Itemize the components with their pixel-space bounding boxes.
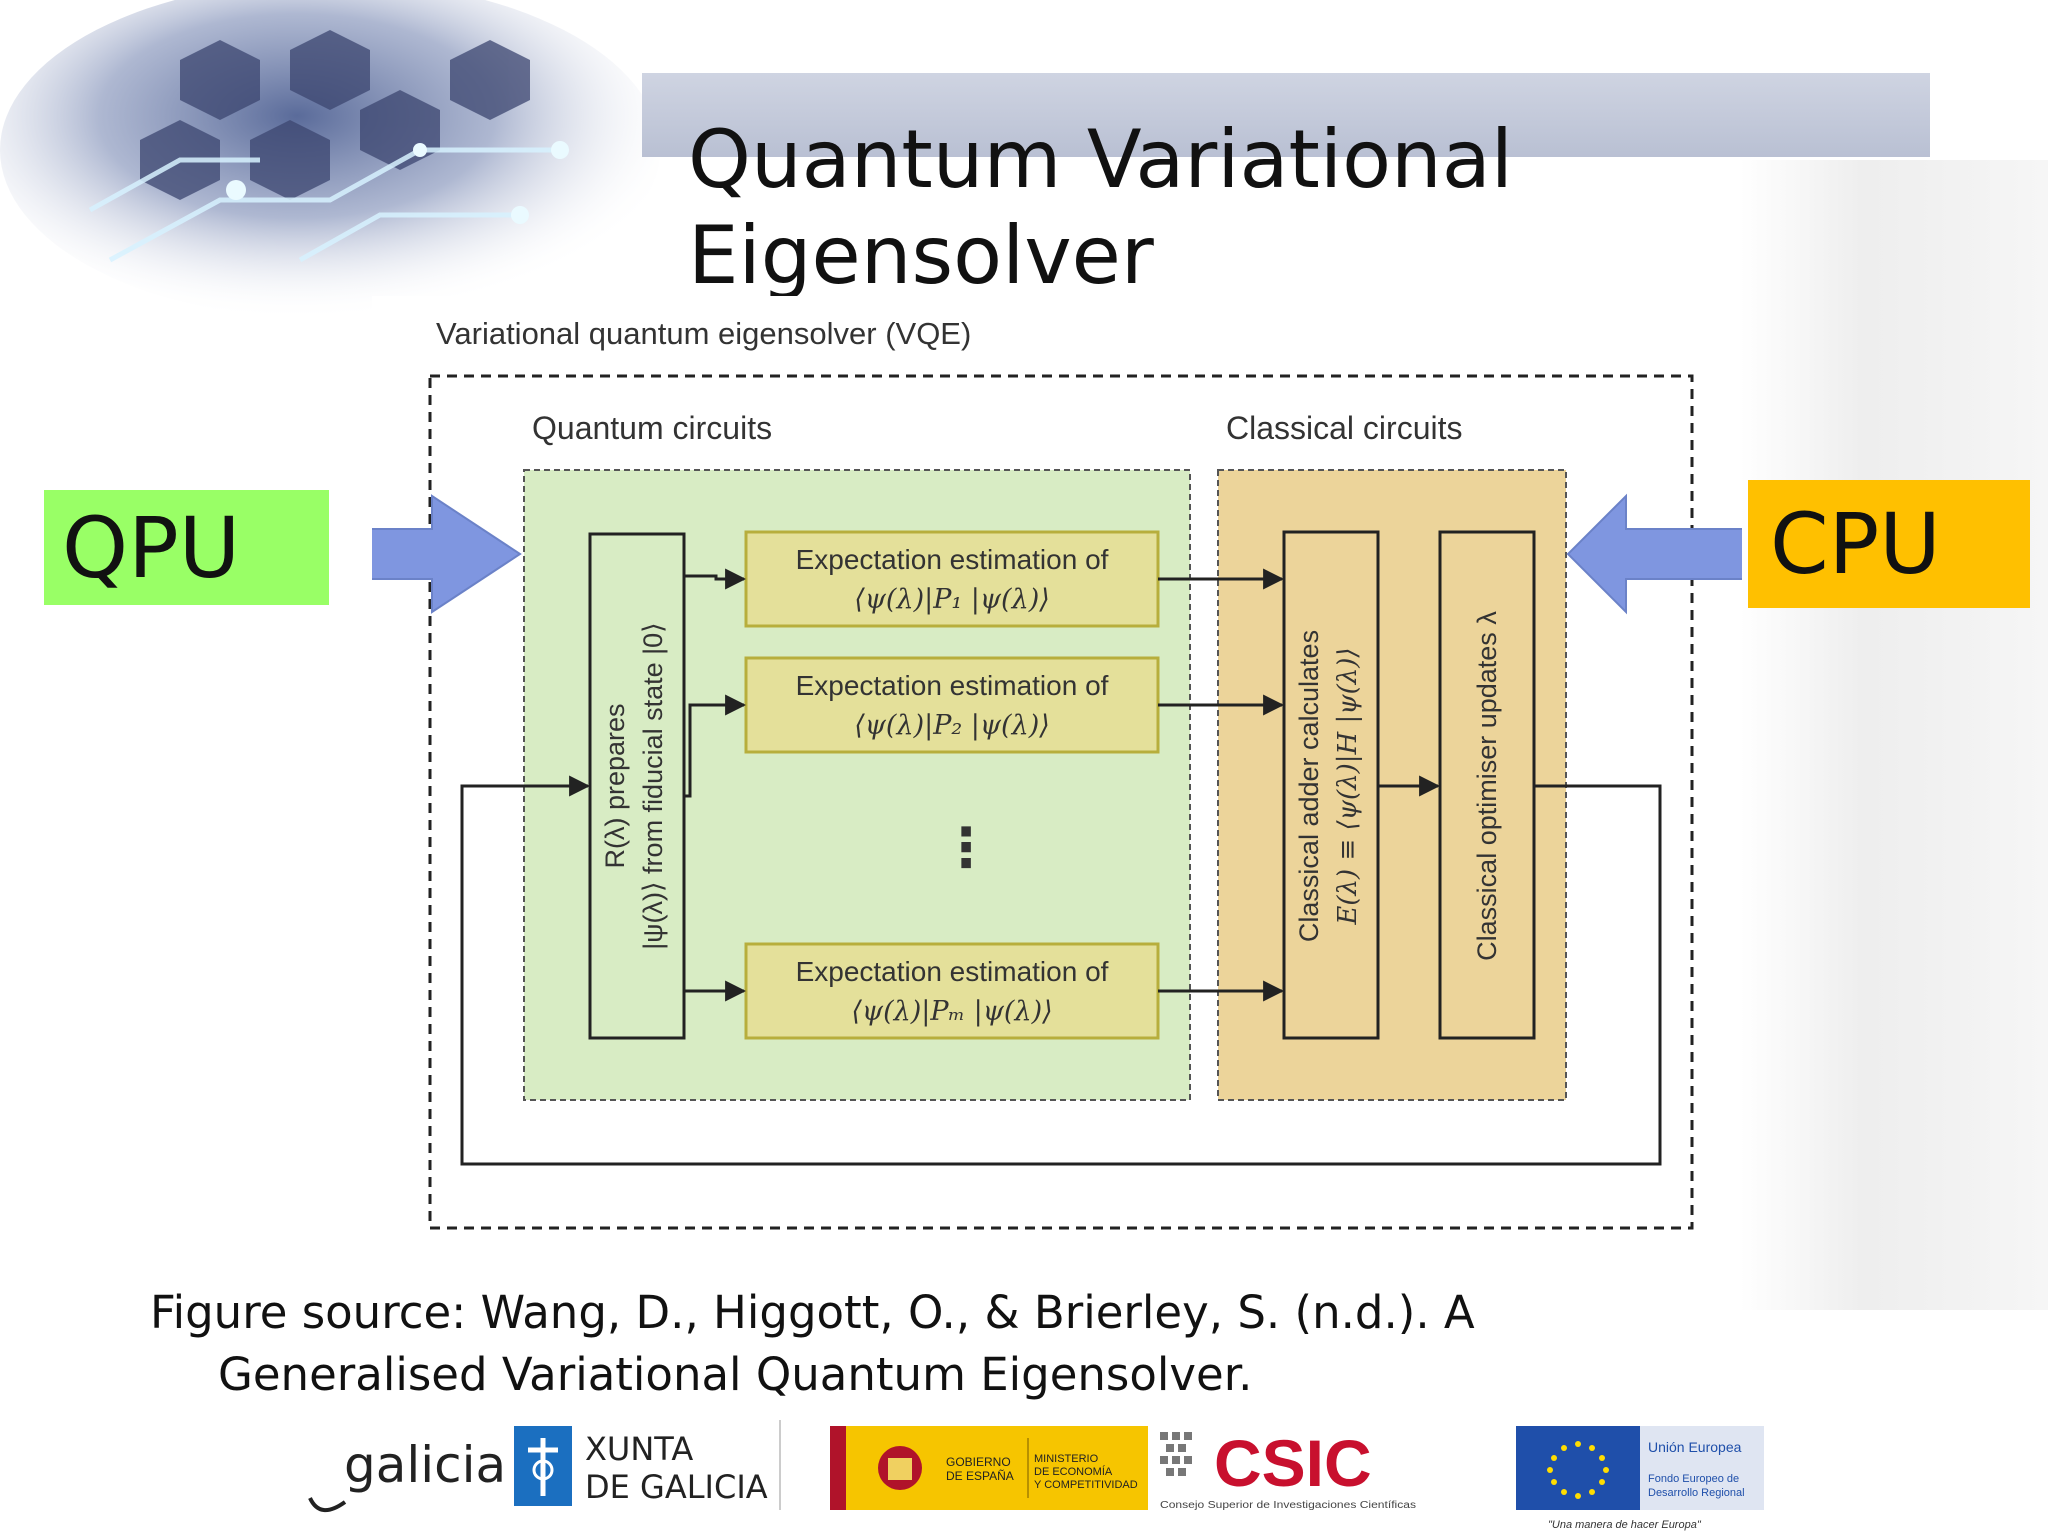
caption-line-2: Generalised Variational Quantum Eigensol… (218, 1348, 1253, 1401)
galicia-logo: galicia (308, 1436, 506, 1512)
classical-circuits-label: Classical circuits (1226, 410, 1462, 446)
expectation-box-2 (744, 656, 1160, 754)
caption-line-1: Figure source: Wang, D., Higgott, O., & … (150, 1286, 1475, 1339)
vqe-outer-border (428, 374, 1694, 1230)
prep-to-exp2-arrow (684, 694, 747, 798)
sponsor-logos: galicia XUNTA DE GALICIA GOBIERNO DE ESP… (308, 1420, 1764, 1531)
csic-subtitle: Consejo Superior de Investigaciones Cien… (1160, 1500, 1416, 1511)
galicia-wordmark: galicia (344, 1436, 506, 1494)
feedback-loop-arrow (460, 775, 1662, 1166)
ellipsis: ⋮ (939, 816, 993, 879)
ministerio-line-3: Y COMPETITIVIDAD (1034, 1479, 1138, 1491)
xunta-logo: XUNTA DE GALICIA (514, 1420, 781, 1510)
slide-title: Quantum Variational Eigensolver (688, 113, 1513, 302)
quantum-circuits-label: Quantum circuits (532, 410, 772, 446)
prep-to-exp1-arrow (684, 568, 747, 590)
expectation-box-m-title: Expectation estimation of (796, 956, 1109, 987)
gobierno-line-1: GOBIERNO (946, 1455, 1011, 1469)
cpu-label: CPU (1748, 480, 2030, 608)
classical-adder-line1: Classical adder calculates (1294, 630, 1324, 942)
expectation-box-1-title: Expectation estimation of (796, 544, 1109, 575)
xunta-line-2: DE GALICIA (585, 1468, 768, 1506)
expectation-box-2-formula: ⟨ψ(λ)|P₂ |ψ(λ)⟩ (854, 710, 1050, 741)
qpu-arrow (335, 494, 522, 614)
qpu-label: QPU (44, 490, 329, 605)
classical-adder-line2: E(λ) ≡ ⟨ψ(λ)|H |ψ(λ)⟩ (1333, 647, 1363, 925)
vqe-diagram: Variational quantum eigensolver (VQE) Qu… (335, 316, 1753, 1230)
gobierno-logo: GOBIERNO DE ESPAÑA MINISTERIO DE ECONOMÍ… (830, 1426, 1148, 1510)
circuit-board-decoration (0, 0, 660, 320)
ministerio-line-2: DE ECONOMÍA (1034, 1465, 1113, 1478)
eu-motto: "Una manera de hacer Europa" (1548, 1519, 1702, 1531)
vqe-figure: Variational quantum eigensolver (VQE) Qu… (335, 296, 1753, 1286)
eu-line-2: Desarrollo Regional (1648, 1487, 1745, 1499)
title-banner (642, 73, 1930, 157)
expectation-box-1-formula: ⟨ψ(λ)|P₁ |ψ(λ)⟩ (854, 584, 1050, 615)
figure-title: Variational quantum eigensolver (VQE) (436, 316, 971, 351)
background-fade (1740, 160, 2048, 1310)
csic-logo: CSIC Consejo Superior de Investigaciones… (1160, 1426, 1416, 1511)
state-preparation-line1: R(λ) prepares (600, 703, 630, 868)
expectation-box-1 (744, 530, 1160, 628)
eu-line-1: Fondo Europeo de (1648, 1473, 1739, 1485)
ministerio-line-1: MINISTERIO (1034, 1453, 1099, 1465)
xunta-line-1: XUNTA (585, 1430, 693, 1468)
state-preparation-line2: |ψ(λ)⟩ from fiducial state |0⟩ (638, 622, 668, 949)
expectation-box-m-formula: ⟨ψ(λ)|Pₘ |ψ(λ)⟩ (851, 996, 1052, 1027)
eu-stars-icon (1547, 1441, 1609, 1499)
gobierno-line-2: DE ESPAÑA (946, 1469, 1014, 1483)
eu-logo: Unión Europea Fondo Europeo de Desarroll… (1516, 1426, 1764, 1531)
figure-caption: Figure source: Wang, D., Higgott, O., & … (150, 1282, 1670, 1406)
expectation-box-m (744, 942, 1160, 1040)
flow-connectors (460, 568, 1662, 1166)
cpu-arrow (1566, 493, 1753, 615)
csic-wordmark: CSIC (1214, 1426, 1372, 1500)
classical-optimiser-label: Classical optimiser updates λ (1472, 611, 1502, 961)
expectation-box-2-title: Expectation estimation of (796, 670, 1109, 701)
eu-title: Unión Europea (1648, 1439, 1742, 1455)
